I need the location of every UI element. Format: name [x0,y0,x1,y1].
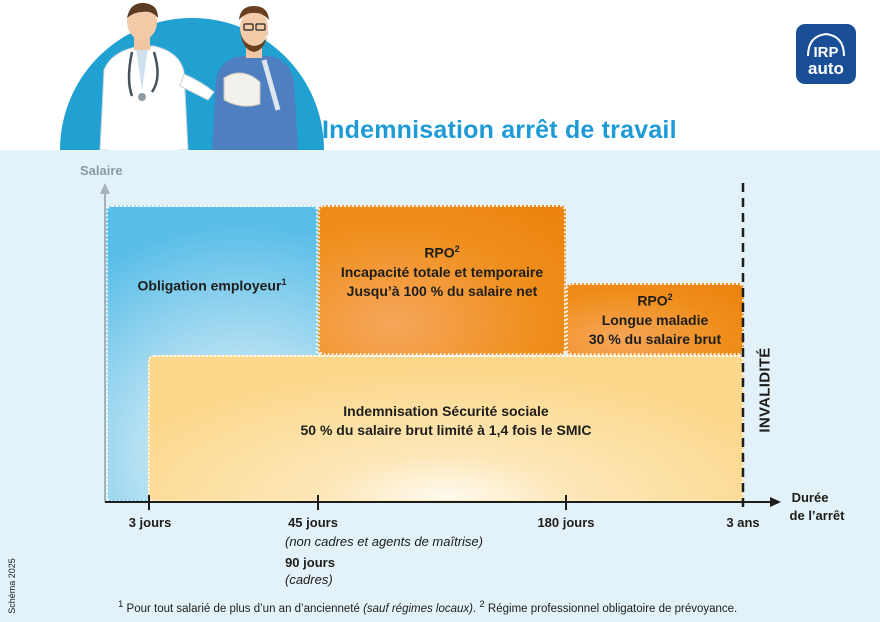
logo-text-auto: auto [808,59,844,78]
invalidite-label: INVALIDITÉ [756,347,774,433]
page-title: Indemnisation arrêt de travail [322,116,677,144]
header-divider [0,150,880,154]
rpo-temporary-title: RPO2 [424,244,460,261]
rpo-long-illness-line1: Longue maladie [601,311,709,328]
patient-figure [212,6,298,150]
social-security-text: Indemnisation Sécurité sociale 50 % du s… [148,402,744,440]
x-axis-label-line2: de l’arrêt [789,508,845,523]
irp-auto-logo: IRP auto [796,24,856,84]
rpo-temporary-text: RPO2 Incapacité totale et temporaire Jus… [318,240,566,301]
rpo-long-illness-line2: 30 % du salaire brut [588,330,722,347]
x-axis-label-line1: Durée [791,490,829,505]
footnote: 1 Pour tout salarié de plus d’un an d’an… [118,599,738,615]
doctor-figure [99,2,215,150]
x-axis-arrow [770,497,781,507]
social-security-line1: Indemnisation Sécurité sociale [343,403,549,419]
tick-label-3-jours: 3 jours [128,515,172,530]
schema-year-label: Schéma 2025 [7,558,17,614]
social-security-line2: 50 % du salaire brut limité à 1,4 fois l… [300,422,592,438]
rpo-long-illness-text: RPO2 Longue maladie 30 % du salaire brut [566,288,744,349]
doctor-patient-illustration [99,2,298,150]
tick-label-90-jours: 90 jours [285,555,335,570]
tick-label-180-jours: 180 jours [537,515,595,530]
tick-label-45-jours: 45 jours [288,515,338,530]
logo-text-irp: IRP [813,44,838,61]
tick-label-3-ans: 3 ans [726,515,760,530]
employer-obligation-label: Obligation employeur1 [137,277,287,294]
y-axis-label: Salaire [80,163,123,178]
rpo-temporary-line2: Jusqu’à 100 % du salaire net [346,282,538,299]
rpo-temporary-line1: Incapacité totale et temporaire [340,263,544,280]
rpo-long-illness-block [566,283,744,355]
y-axis-arrow [100,183,110,194]
rpo-temporary-block [318,205,566,355]
tick-note-non-cadres: (non cadres et agents de maîtrise) [285,534,483,549]
tick-note-cadres: (cadres) [285,572,333,587]
rpo-long-illness-title: RPO2 [637,292,673,309]
